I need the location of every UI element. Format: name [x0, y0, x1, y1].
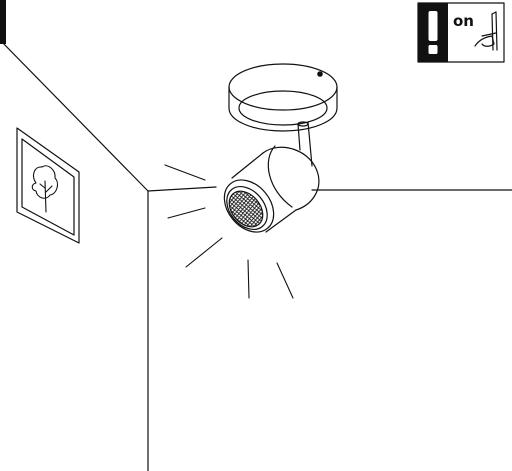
ceiling-wall-edge-right-a: [147, 186, 217, 192]
canopy-top: [228, 63, 338, 111]
picture-frame-inner: [21, 138, 75, 236]
ray: [164, 164, 206, 181]
spot-bottom-edge: [265, 209, 297, 233]
picture-frame-outer: [16, 127, 80, 244]
ray: [185, 237, 223, 268]
badge-text: on: [453, 12, 474, 30]
exclamation-icon: [428, 11, 438, 54]
ceiling-wall-edge-left: [0, 39, 149, 192]
spot-seam: [267, 145, 293, 208]
stem-top: [297, 121, 309, 127]
ceiling-spotlight: [223, 63, 338, 233]
tree-icon: [31, 165, 59, 213]
framed-picture: [16, 127, 80, 244]
stem-right: [307, 121, 313, 167]
stem-left: [297, 123, 301, 151]
canopy-side: [228, 86, 338, 132]
hand-switch-icon: [474, 11, 498, 51]
spot-back: [262, 146, 320, 211]
spot-ring-outer: [223, 179, 275, 233]
ray: [276, 262, 294, 299]
room-corner: [0, 39, 512, 471]
spot-top-edge: [231, 152, 264, 179]
canopy-screw: [317, 71, 323, 77]
ray: [247, 259, 250, 299]
warning-badge: on: [417, 2, 505, 63]
canopy-ring: [238, 90, 328, 126]
light-rays-icon: [164, 164, 294, 299]
edge-bar: [0, 0, 6, 44]
spot-ring-inner: [226, 186, 268, 230]
honeycomb-lens: [228, 190, 264, 228]
ray: [167, 207, 206, 219]
